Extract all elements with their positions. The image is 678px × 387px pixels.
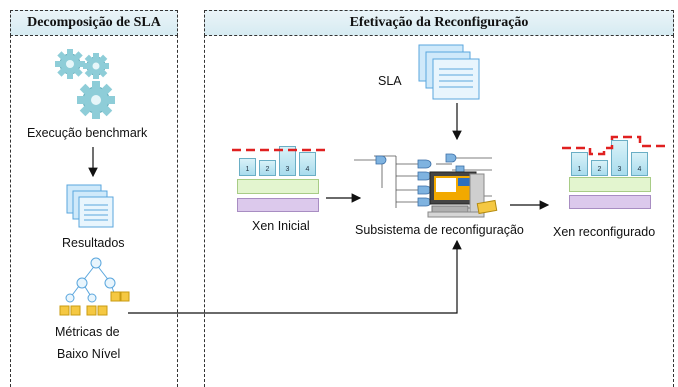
vm-number: 2 bbox=[597, 166, 602, 173]
xen-initial-vm-4: 4 bbox=[299, 152, 316, 176]
subsystem-label: Subsistema de reconfiguração bbox=[355, 223, 524, 237]
xen-reconfigured-vm-4: 4 bbox=[631, 152, 648, 176]
sla-documents-icon bbox=[418, 44, 480, 100]
sla-label: SLA bbox=[378, 74, 402, 88]
xen-initial-vm-3: 3 bbox=[279, 146, 296, 176]
gears-icon bbox=[55, 49, 115, 119]
xen-initial-vm-2: 2 bbox=[259, 160, 276, 176]
documents-icon bbox=[66, 184, 114, 228]
xen-initial-purple-layer bbox=[237, 198, 319, 212]
xen-initial-green-layer bbox=[237, 179, 319, 194]
benchmark-label: Execução benchmark bbox=[27, 126, 148, 140]
hierarchy-tree-icon bbox=[59, 257, 130, 316]
xen-reconfigured-label: Xen reconfigurado bbox=[553, 225, 656, 239]
vm-number: 3 bbox=[285, 166, 290, 173]
vm-number: 2 bbox=[265, 166, 270, 173]
vm-number: 3 bbox=[617, 166, 622, 173]
vm-number: 4 bbox=[305, 166, 310, 173]
xen-reconfigured-vm-1: 1 bbox=[571, 152, 588, 176]
metrics-label-line2: Baixo Nível bbox=[57, 347, 121, 361]
vm-number: 1 bbox=[245, 166, 250, 173]
xen-reconfigured-vm-2: 2 bbox=[591, 160, 608, 176]
right-panel-title: Efetivação da Reconfiguração bbox=[204, 10, 674, 36]
metrics-label-line1: Métricas de bbox=[55, 325, 120, 339]
results-label: Resultados bbox=[62, 236, 125, 250]
xen-initial-vm-1: 1 bbox=[239, 158, 256, 176]
arrow-metrics-to-subsystem bbox=[128, 239, 462, 314]
xen-initial-sla-line bbox=[232, 148, 328, 152]
xen-reconfigured-purple-layer bbox=[569, 195, 651, 209]
xen-reconfigured-green-layer bbox=[569, 177, 651, 192]
reconfiguration-subsystem-icon bbox=[354, 153, 498, 218]
xen-reconfigured-sla-line bbox=[562, 135, 670, 156]
vm-number: 4 bbox=[637, 166, 642, 173]
xen-initial-label: Xen Inicial bbox=[252, 219, 310, 233]
vm-number: 1 bbox=[577, 166, 582, 173]
left-panel-title: Decomposição de SLA bbox=[10, 10, 178, 36]
xen-reconfigured-vm-3: 3 bbox=[611, 140, 628, 176]
